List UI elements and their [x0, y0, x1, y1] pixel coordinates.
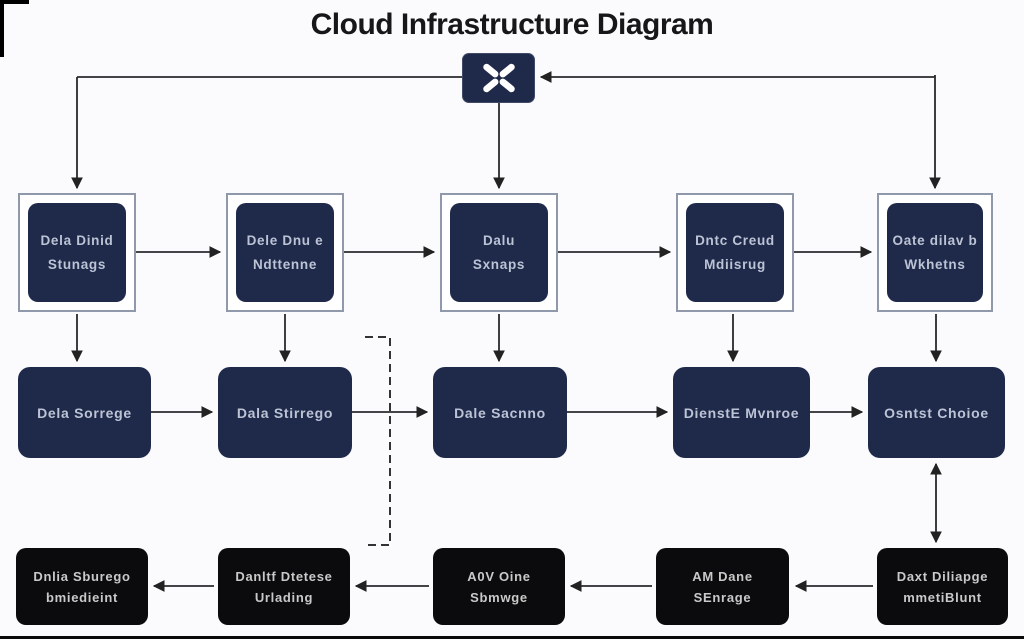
- bottom-node-5: Daxt Diliapge mmetiBlunt: [877, 548, 1008, 625]
- top-node-5: Oate dilav b Wkhetns: [877, 193, 993, 312]
- row1-to-row2-arrows: [71, 314, 942, 363]
- node-label: Daxt Diliapge: [896, 568, 989, 584]
- node-label: Danltf Dtetese: [235, 568, 333, 584]
- node-label: Dela Sorrege: [37, 404, 132, 421]
- node-label: Stunags: [47, 257, 107, 272]
- dashed-bracket: [365, 336, 391, 546]
- top-node-2: Dele Dnu e Ndttenne: [226, 193, 344, 312]
- node-label: Sbmwge: [470, 589, 528, 605]
- top-node-1: Dela Dinid Stunags: [18, 193, 136, 312]
- node-label: Dalu: [482, 233, 516, 248]
- node-label: Ndttenne: [252, 257, 318, 272]
- bottom-node-1: Dnlia Sburego bmiedieint: [16, 548, 148, 625]
- node-label: bmiedieint: [45, 589, 118, 605]
- middle-node-2: Dala Stirrego: [218, 367, 352, 458]
- frame-edge-left: [0, 0, 4, 57]
- bottom-node-2: Danltf Dtetese Urlading: [218, 548, 350, 625]
- top-node-5-body: Oate dilav b Wkhetns: [887, 203, 983, 302]
- node-label: Wkhetns: [904, 257, 966, 272]
- top-node-3-body: Dalu Sxnaps: [450, 203, 548, 302]
- frame-edge-top: [0, 0, 29, 4]
- middle-node-5: Osntst Choioe: [868, 367, 1005, 458]
- frame-edge-bottom: [0, 636, 1024, 639]
- node-label: Dala Stirrego: [236, 404, 334, 421]
- node-label: Mdiisrug: [704, 257, 766, 272]
- node-label: Dnlia Sburego: [33, 568, 131, 584]
- top-node-4: Dntc Creud Mdiisrug: [676, 193, 794, 312]
- middle-node-1: Dela Sorrege: [18, 367, 151, 458]
- top-node-1-body: Dela Dinid Stunags: [28, 203, 126, 302]
- node-label: A0V Oine: [467, 568, 531, 584]
- x-glyph: [482, 63, 515, 93]
- top-node-3: Dalu Sxnaps: [440, 193, 558, 312]
- node-label: Sxnaps: [472, 257, 526, 272]
- top-node-2-body: Dele Dnu e Ndttenne: [236, 203, 334, 302]
- node-label: DienstE Mvnroe: [683, 404, 800, 421]
- x-switch-icon: [462, 53, 535, 103]
- middle-node-4: DienstE Mvnroe: [673, 367, 810, 458]
- middle-node-3: Dale Sacnno: [433, 367, 567, 458]
- hub-connectors: [71, 71, 941, 190]
- node-label: Dale Sacnno: [454, 404, 546, 421]
- node-label: mmetiBlunt: [903, 589, 982, 605]
- node-label: Oate dilav b: [892, 233, 978, 248]
- node-label: Dntc Creud: [695, 233, 775, 248]
- top-node-4-body: Dntc Creud Mdiisrug: [686, 203, 784, 302]
- bottom-node-4: AM Dane SEnrage: [656, 548, 789, 625]
- node-label: Urlading: [254, 589, 314, 605]
- node-label: SEnrage: [693, 589, 752, 605]
- node-label: Dele Dnu e: [246, 233, 324, 248]
- node-label: AM Dane: [692, 568, 753, 584]
- node-label: Dela Dinid: [40, 233, 114, 248]
- page-title: Cloud Infrastructure Diagram: [310, 8, 714, 41]
- bottom-node-3: A0V Oine Sbmwge: [433, 548, 565, 625]
- node-label: Osntst Choioe: [884, 404, 989, 421]
